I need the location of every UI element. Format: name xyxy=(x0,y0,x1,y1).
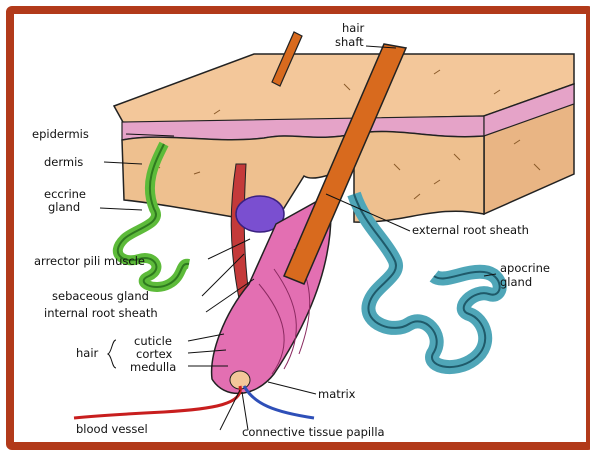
label-dermis: dermis xyxy=(44,156,83,169)
label-connective-tissue-papilla: connective tissue papilla xyxy=(242,426,385,439)
label-hair: hair xyxy=(342,22,364,35)
label-medulla: medulla xyxy=(130,361,176,374)
label-arrector-pili-muscle: arrector pili muscle xyxy=(34,255,145,268)
label-sebaceous-gland: sebaceous gland xyxy=(52,290,149,303)
hair-bracket xyxy=(108,340,116,368)
label-blood-vessel: blood vessel xyxy=(76,423,148,436)
label-apocrine-gland: gland xyxy=(500,276,532,289)
label-external-root-sheath: external root sheath xyxy=(412,224,529,237)
label-apocrine: apocrine xyxy=(500,262,550,275)
label-epidermis: epidermis xyxy=(32,128,89,141)
label-matrix: matrix xyxy=(318,388,356,401)
label-internal-root-sheath: internal root sheath xyxy=(44,307,158,320)
label-shaft: shaft xyxy=(335,36,364,49)
label-eccrine-gland: gland xyxy=(48,201,80,214)
label-hair-group: hair xyxy=(76,347,98,360)
blood-vessel-red xyxy=(74,386,240,418)
diagram-frame: hair shaft epidermis dermis eccrine glan… xyxy=(6,6,590,450)
